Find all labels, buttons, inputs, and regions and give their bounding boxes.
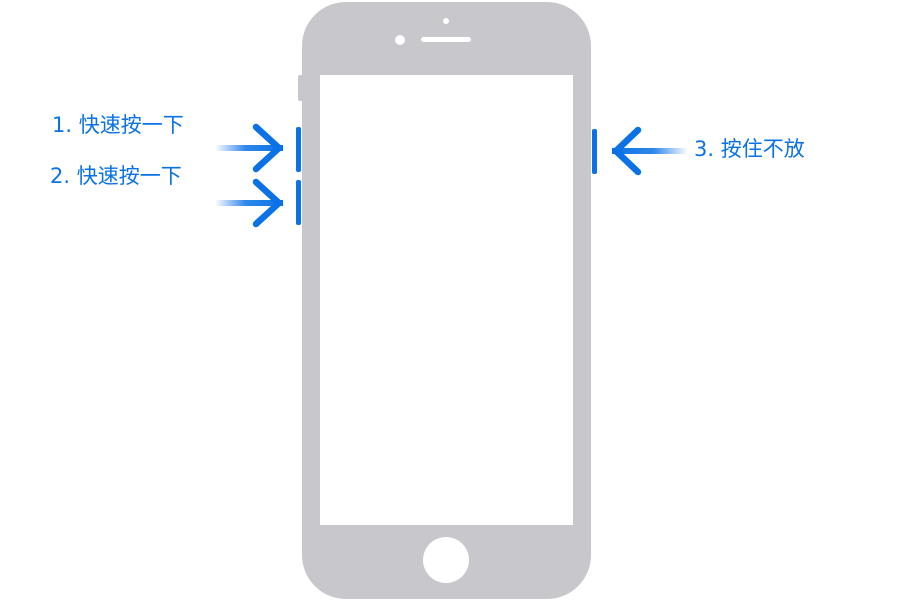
step-1-text: 快速按一下 xyxy=(78,113,184,137)
arrow-right-icon xyxy=(215,123,283,173)
step-2-text: 快速按一下 xyxy=(76,164,182,188)
arrow-right-icon xyxy=(215,178,283,228)
step-3-label: 3. 按住不放 xyxy=(694,139,805,160)
arrow-left-icon xyxy=(612,126,688,176)
step-3-text: 按住不放 xyxy=(720,137,805,161)
step-2-number: 2. xyxy=(50,164,71,188)
front-camera-icon xyxy=(395,35,405,45)
phone-screen xyxy=(320,75,573,525)
step-3-number: 3. xyxy=(694,137,715,161)
volume-up-button xyxy=(296,127,301,172)
proximity-sensor xyxy=(443,18,449,24)
step-1-number: 1. xyxy=(52,113,73,137)
side-button xyxy=(592,129,597,174)
volume-down-button xyxy=(296,180,301,225)
home-button xyxy=(423,537,469,583)
step-2-label: 2. 快速按一下 xyxy=(50,166,182,187)
earpiece-speaker xyxy=(421,37,471,42)
step-1-label: 1. 快速按一下 xyxy=(52,115,184,136)
